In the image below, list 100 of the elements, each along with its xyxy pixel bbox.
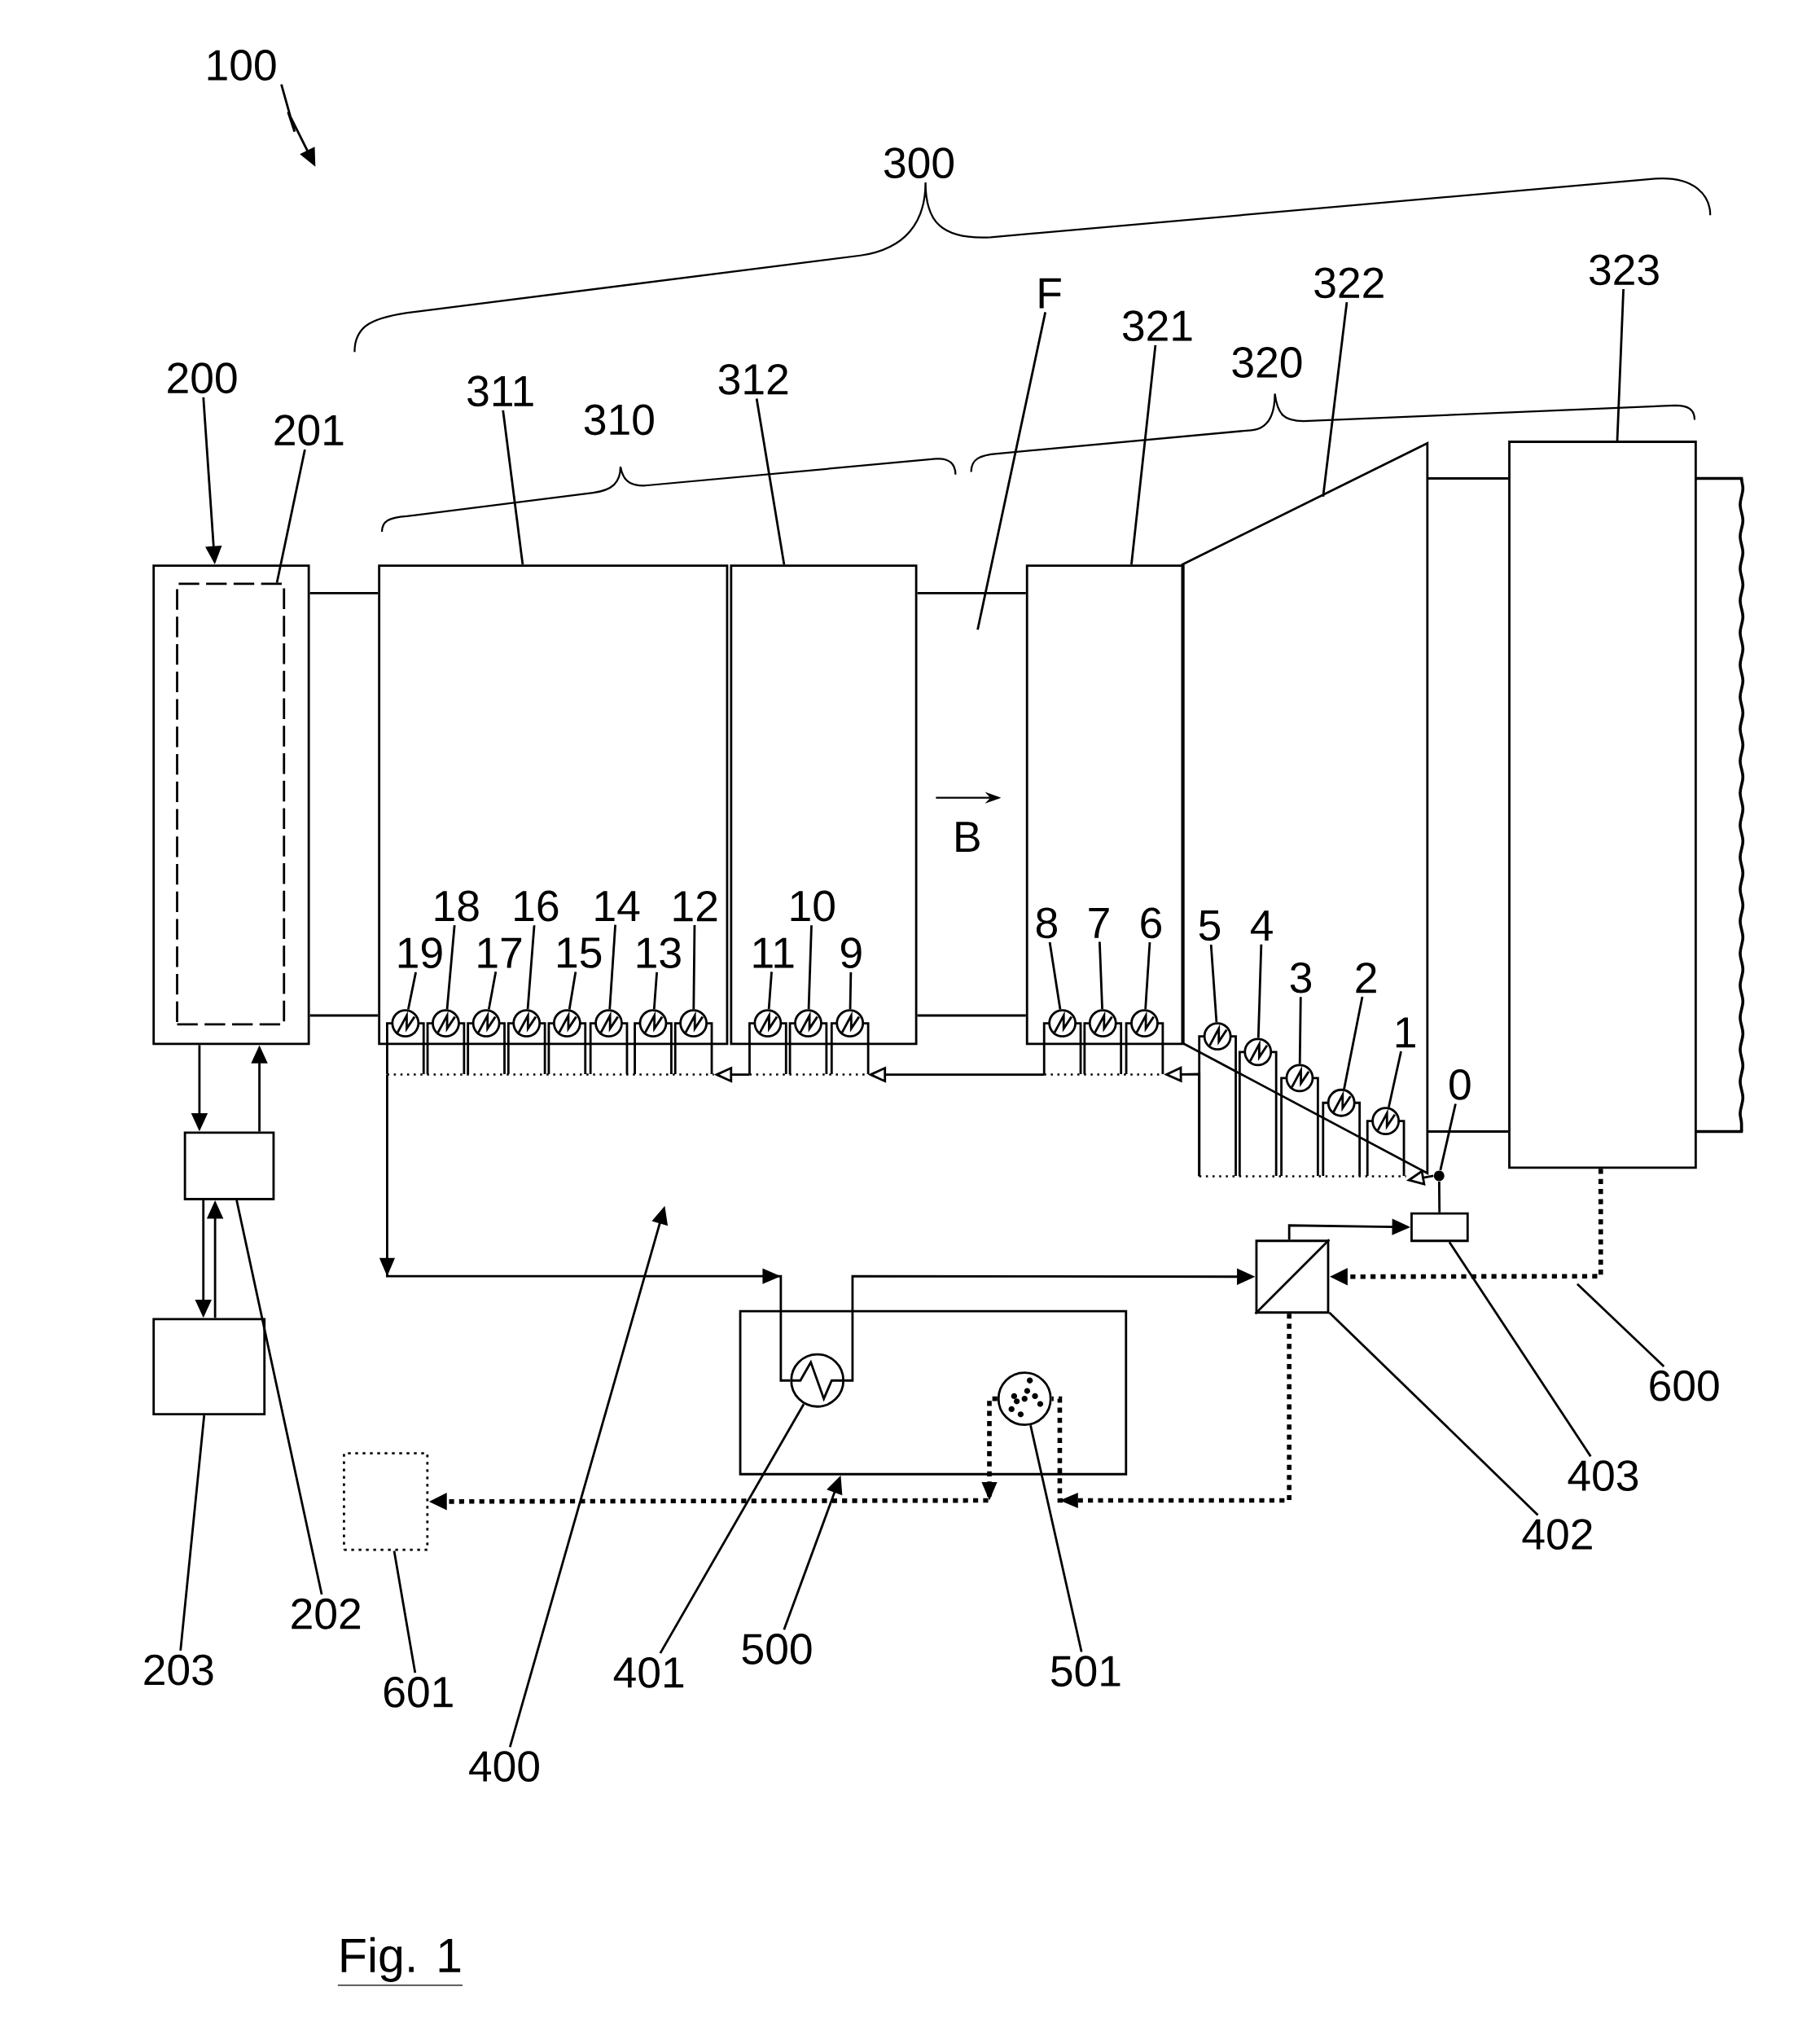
reference-numeral: 200 [168, 362, 237, 394]
leader-line [849, 972, 853, 1010]
flow-arrow [379, 1074, 791, 1382]
reference-numeral: 600 [1650, 1370, 1719, 1401]
flow-line [1438, 1181, 1441, 1213]
reference-numeral: 2 [1356, 962, 1376, 993]
leader-line [659, 1403, 805, 1654]
leader-line [445, 925, 456, 1010]
leader-line [568, 972, 577, 1010]
leader-line [767, 972, 774, 1010]
trapezoid-housing [1181, 441, 1429, 1176]
flow-arrow [1051, 1314, 1292, 1509]
leader-line [1099, 941, 1104, 1010]
leader-line [179, 1415, 206, 1651]
reference-numeral: 6 [1141, 907, 1162, 939]
collector-pipe [387, 1073, 714, 1076]
reference-numeral: 19 [398, 937, 442, 969]
sensor-symbol [467, 1009, 507, 1076]
component-box [1508, 441, 1745, 1169]
reference-numeral: 201 [274, 415, 344, 446]
leader-line [1388, 1051, 1403, 1108]
sensor-symbol [507, 1009, 546, 1076]
reference-numeral: 14 [595, 891, 640, 921]
reference-numeral: 300 [884, 147, 954, 179]
leader-line [407, 972, 418, 1010]
reference-numeral: 321 [1123, 310, 1192, 342]
reference-numeral: 5 [1199, 910, 1221, 941]
leader-line [1448, 1241, 1592, 1458]
reference-numeral: 400 [469, 1751, 540, 1782]
component-box [183, 1131, 275, 1200]
leader-line [1130, 344, 1157, 565]
leader-line [1322, 301, 1349, 498]
component-box [378, 564, 729, 1046]
reference-numeral: 500 [742, 1634, 812, 1665]
leader-line [235, 1200, 323, 1595]
leader-line [1439, 1103, 1457, 1171]
reference-numeral: 4 [1251, 910, 1273, 941]
reference-numeral: 401 [614, 1656, 684, 1688]
sensor-symbol [1322, 1088, 1362, 1178]
leader-line [488, 972, 498, 1010]
sensor-symbol [589, 1009, 629, 1076]
heat-exchanger-symbol [790, 1353, 845, 1408]
reference-numeral: 501 [1051, 1656, 1121, 1687]
figure-caption: Fig. 1 [337, 1937, 463, 1986]
duct-line [917, 591, 1026, 594]
leader-line [526, 925, 536, 1010]
sensor-symbol [788, 1009, 828, 1076]
leader-line [1328, 1311, 1539, 1516]
leader-line [1298, 997, 1302, 1064]
leader-line [976, 312, 1047, 630]
collector-pipe [1199, 1175, 1406, 1178]
sensor-symbol [673, 1009, 713, 1076]
leader-line [1048, 941, 1062, 1010]
reference-numeral: 11 [753, 937, 794, 968]
reference-numeral: 320 [1232, 347, 1302, 378]
reference-numeral: 100 [208, 50, 276, 81]
reference-numeral: 1 [1397, 1017, 1416, 1048]
sensor-symbol [634, 1009, 673, 1076]
sensor-symbol [1083, 1009, 1123, 1076]
component-box [152, 564, 310, 1046]
leader-line [1209, 944, 1218, 1023]
reference-numeral: 403 [1568, 1460, 1638, 1491]
reference-numeral: 601 [384, 1676, 453, 1708]
sensor-symbol [1366, 1107, 1406, 1178]
duct-line [309, 591, 379, 594]
leader-line [755, 398, 786, 565]
reference-numeral: 13 [637, 937, 681, 969]
reference-numeral: 310 [585, 404, 654, 436]
leader-line [1577, 1283, 1665, 1367]
sensor-symbol [748, 1009, 787, 1076]
dashed-box [176, 582, 286, 1026]
reference-numeral: 3 [1290, 962, 1312, 993]
leader-line [393, 1551, 417, 1673]
leader-line [1144, 941, 1151, 1010]
reference-numeral: 0 [1449, 1068, 1471, 1100]
dotted-circle-symbol [997, 1371, 1052, 1427]
reference-numeral: 18 [435, 890, 479, 922]
diagonal-box [1254, 1239, 1331, 1315]
component-box [739, 1309, 1128, 1476]
sensor-symbol [1125, 1009, 1164, 1076]
leader-line [692, 924, 696, 1010]
reference-numeral: 312 [718, 363, 788, 395]
leader-line [1616, 289, 1625, 441]
leader-line [608, 924, 617, 1010]
sensor-symbol [547, 1009, 587, 1076]
sensor-symbol [1043, 1009, 1082, 1076]
leader-line [1029, 1424, 1083, 1652]
duct-line [1428, 477, 1509, 480]
reference-numeral: 16 [515, 890, 559, 922]
reference-numeral: 9 [841, 937, 862, 969]
duct-line [917, 1014, 1026, 1017]
leader-line [1343, 996, 1364, 1090]
sensor-symbol [1198, 1022, 1238, 1178]
dotted-box [343, 1452, 429, 1551]
leader-line [1257, 944, 1263, 1038]
component-box [730, 564, 918, 1046]
reference-numeral: 323 [1590, 254, 1659, 286]
leader-line [275, 449, 306, 583]
reference-numeral: 12 [673, 890, 717, 922]
reference-numeral: 202 [292, 1598, 361, 1629]
